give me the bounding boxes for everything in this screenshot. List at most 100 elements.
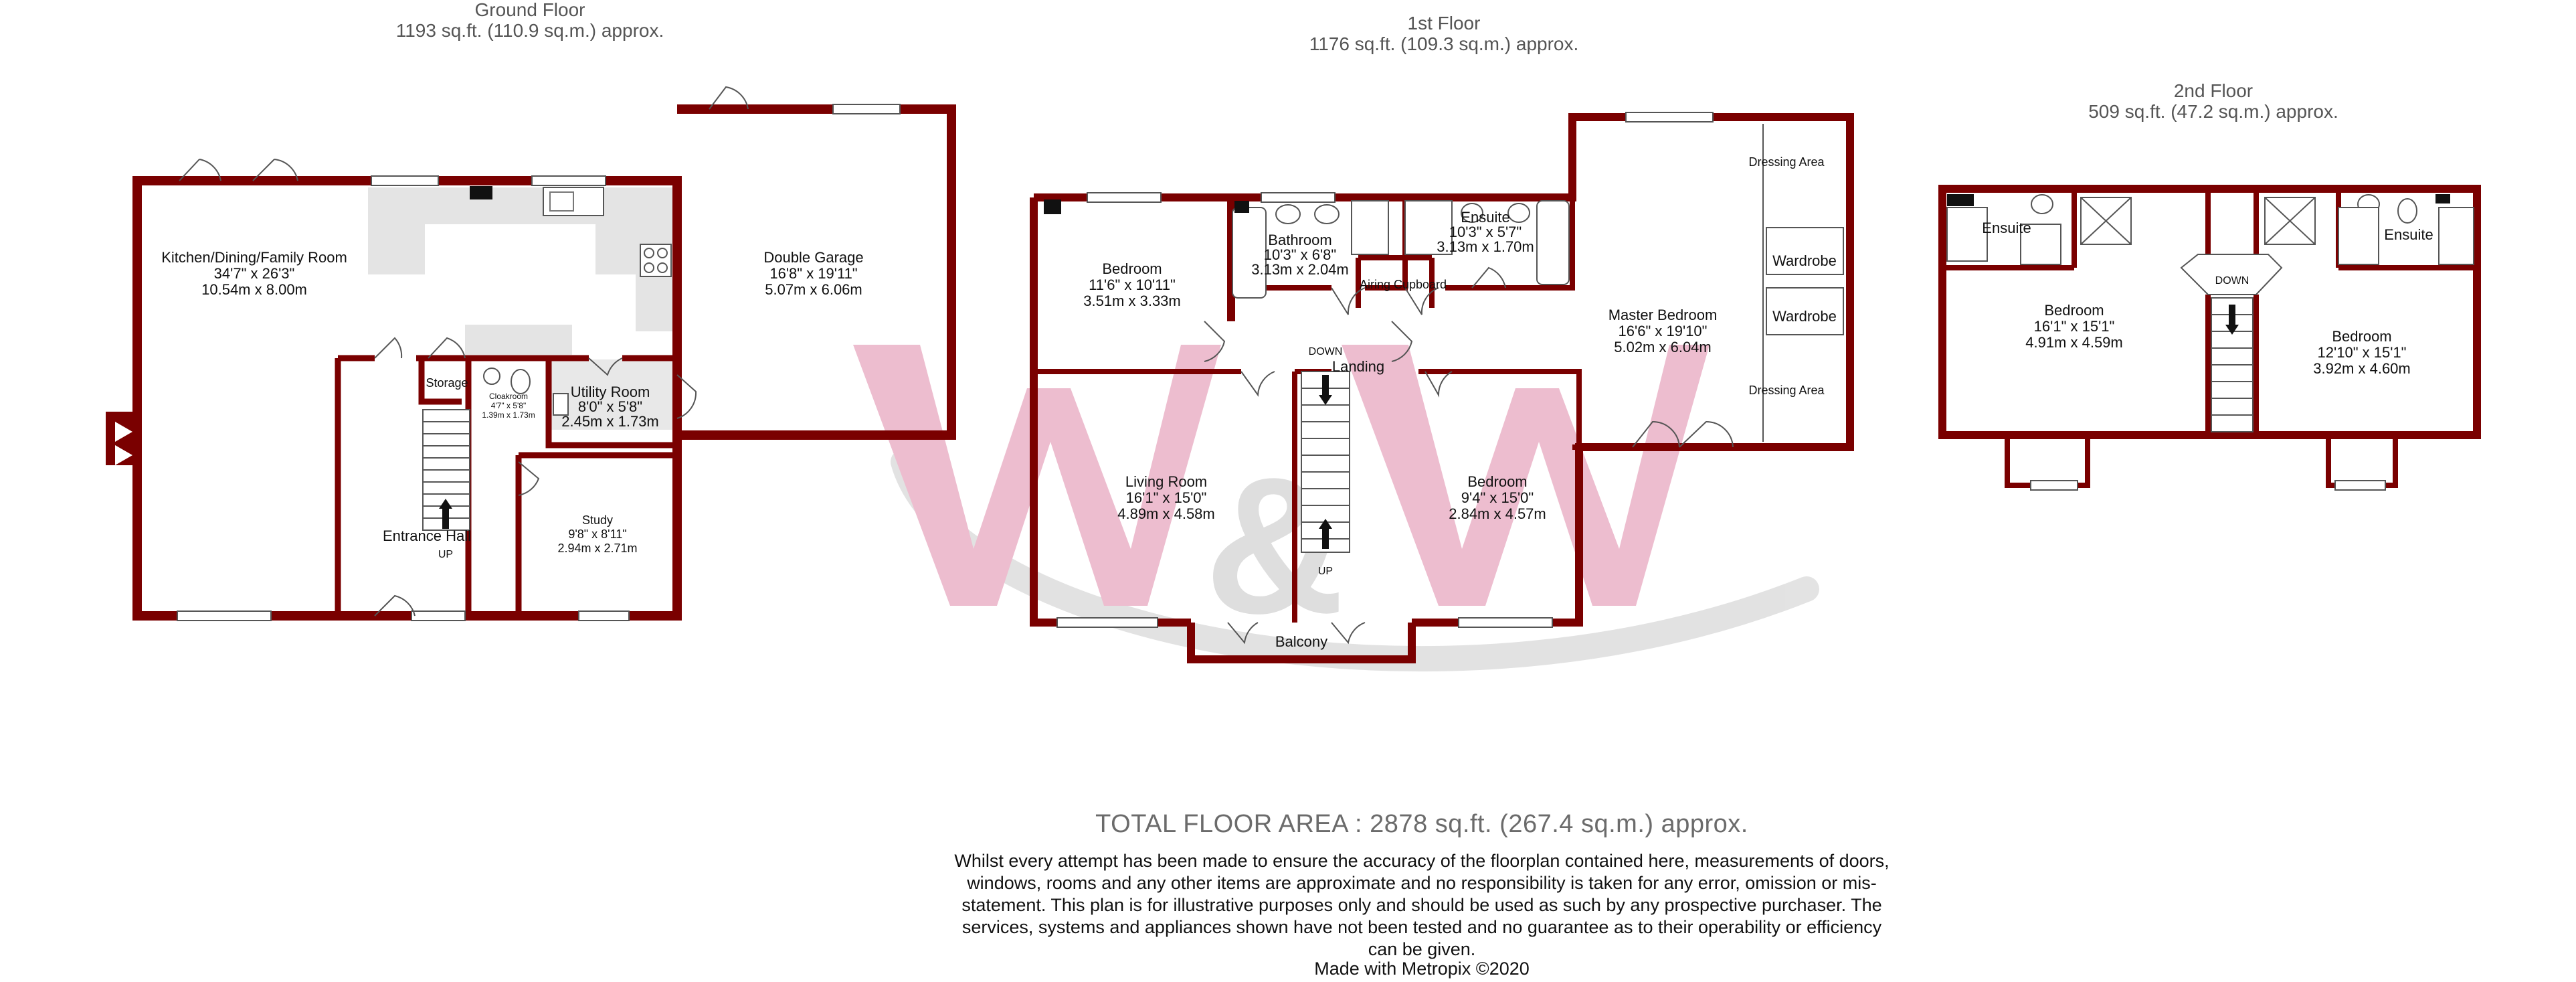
svg-text:10'3" x 5'7": 10'3" x 5'7" [1449,224,1522,240]
svg-text:Bathroom: Bathroom [1268,232,1331,248]
made-with-credit: Made with Metropix ©2020 [1314,959,1530,979]
svg-text:8'0" x 5'8": 8'0" x 5'8" [578,398,642,415]
room-landing: Landing [1332,358,1384,375]
room-bathroom: Bathroom 10'3" x 6'8" 3.13m x 2.04m [1251,232,1349,278]
svg-text:4.91m x 4.59m: 4.91m x 4.59m [2025,334,2123,351]
room-airing-cupboard: Airing Cupboard [1360,278,1447,291]
kitchen-island [465,325,572,355]
wardrobe-1 [1766,227,1844,275]
svg-text:Utility Room: Utility Room [571,384,650,400]
wardrobe-2 [1766,287,1844,335]
shower-icon [1351,200,1389,255]
room-master-bedroom: Master Bedroom 16'6" x 19'10" 5.02m x 6.… [1608,307,1718,355]
svg-text:Ensuite: Ensuite [1461,209,1509,226]
room-ensuite-second-left: Ensuite [1982,220,2031,236]
balcony-wall [1187,623,1416,663]
svg-text:Kitchen/Dining/Family Room: Kitchen/Dining/Family Room [161,249,347,266]
stair-up-arrow-first [1319,519,1332,549]
room-garage: Double Garage 16'8" x 19'11" 5.07m x 6.0… [763,249,863,298]
room-ensuite-first: Ensuite 10'3" x 5'7" 3.13m x 1.70m [1437,209,1534,255]
svg-text:Study: Study [582,513,613,527]
room-living-room: Living Room 16'1" x 15'0" 4.89m x 4.58m [1117,473,1215,522]
svg-text:5.02m x 6.04m: 5.02m x 6.04m [1614,339,1712,355]
svg-text:Bedroom: Bedroom [2332,328,2391,345]
first-outer-wall [1231,113,1854,627]
svg-text:10.54m x 8.00m: 10.54m x 8.00m [201,281,307,298]
svg-text:5.07m x 6.06m: 5.07m x 6.06m [765,281,862,298]
svg-text:16'1" x 15'1": 16'1" x 15'1" [2034,318,2115,335]
ground-floor-plan: UP Kitchen/Dining/Family Room 34'7" x 26… [106,86,956,621]
svg-text:Master Bedroom: Master Bedroom [1608,307,1718,323]
room-ensuite-second-right: Ensuite [2384,226,2433,243]
svg-text:3.51m x 3.33m: 3.51m x 3.33m [1083,293,1181,309]
cloakroom-basin [483,367,500,385]
room-wardrobe-1: Wardrobe [1772,252,1837,269]
bath-icon [1232,207,1267,299]
room-dressing-area-bottom: Dressing Area [1748,384,1825,397]
svg-text:2.84m x 4.57m: 2.84m x 4.57m [1449,505,1546,522]
window [371,175,439,186]
svg-text:16'6" x 19'10": 16'6" x 19'10" [1619,323,1708,339]
svg-text:Bedroom: Bedroom [1467,473,1527,490]
ensuite-bath [1536,200,1570,285]
first-floor-area: 1176 sq.ft. (109.3 sq.m.) approx. [1309,33,1579,54]
room-dressing-area-top: Dressing Area [1748,155,1825,169]
svg-text:11'6" x 10'11": 11'6" x 10'11" [1089,276,1176,293]
first-stair-down-label: DOWN [1309,346,1343,357]
room-study: Study 9'8" x 8'11" 2.94m x 2.71m [557,513,637,555]
svg-text:2.45m x 1.73m: 2.45m x 1.73m [561,413,659,430]
first-floor-plan: DOWN UP Bedroom 11'6" x 10'11" 3.51m x 3… [1030,112,1854,663]
room-entrance-hall: Entrance Hall [383,527,471,544]
stair-down-arrow-second [2225,305,2239,335]
second-outer-wall [1938,185,2481,439]
room-balcony: Balcony [1275,633,1327,650]
disclaimer-text: Whilst every attempt has been made to en… [954,851,1890,959]
hob-icon [640,244,672,277]
ground-stair-up-label: UP [438,549,453,560]
room-bedroom-first-a: Bedroom 11'6" x 10'11" 3.51m x 3.33m [1083,260,1181,309]
room-utility: Utility Room 8'0" x 5'8" 2.45m x 1.73m [561,384,659,430]
room-cloakroom: Cloakroom 4'7" x 5'8" 1.39m x 1.73m [482,392,535,420]
svg-text:3.13m x 1.70m: 3.13m x 1.70m [1437,238,1534,255]
svg-text:Living Room: Living Room [1125,473,1207,490]
room-kitchen: Kitchen/Dining/Family Room 34'7" x 26'3"… [161,249,347,298]
room-bedroom-second-left: Bedroom 16'1" x 15'1" 4.91m x 4.59m [2025,302,2123,351]
svg-text:Bedroom: Bedroom [2044,302,2104,319]
ground-staircase [422,409,470,531]
svg-text:4.89m x 4.58m: 4.89m x 4.58m [1117,505,1215,522]
svg-text:3.13m x 2.04m: 3.13m x 2.04m [1251,261,1349,278]
second-stair-down-label: DOWN [2215,275,2249,287]
svg-text:Cloakroom: Cloakroom [489,392,528,401]
svg-text:Bedroom: Bedroom [1102,260,1162,277]
stair-down-arrow [1319,375,1332,405]
svg-text:9'4" x 15'0": 9'4" x 15'0" [1461,489,1534,506]
second-floor-area: 509 sq.ft. (47.2 sq.m.) approx. [2088,101,2338,122]
svg-text:12'10" x 15'1": 12'10" x 15'1" [2318,344,2407,361]
svg-text:4'7" x 5'8": 4'7" x 5'8" [491,401,526,410]
ground-outer-wall [132,176,682,621]
second-floor-title: 2nd Floor [2174,80,2253,101]
stair-up-arrow [439,499,452,529]
svg-text:10'3" x 6'8": 10'3" x 6'8" [1264,246,1336,263]
svg-text:1.39m x 1.73m: 1.39m x 1.73m [482,410,535,420]
svg-text:9'8" x 8'11": 9'8" x 8'11" [568,527,626,541]
second-floor-plan: DOWN Ensuite Ensuite Bedroom 16'1" x 15'… [1938,185,2481,491]
svg-text:16'1" x 15'0": 16'1" x 15'0" [1126,489,1207,506]
room-bedroom-first-b: Bedroom 9'4" x 15'0" 2.84m x 4.57m [1449,473,1546,522]
ground-floor-area: 1193 sq.ft. (110.9 sq.m.) approx. [396,20,664,41]
room-wardrobe-2: Wardrobe [1772,308,1837,325]
room-storage: Storage [426,376,468,390]
svg-text:2.94m x 2.71m: 2.94m x 2.71m [557,542,637,555]
first-stair-up-label: UP [1318,566,1333,577]
svg-text:Double Garage: Double Garage [763,249,863,266]
total-floor-area: TOTAL FLOOR AREA : 2878 sq.ft. (267.4 sq… [1095,810,1748,838]
wc-icon [511,369,531,394]
svg-text:34'7" x 26'3": 34'7" x 26'3" [214,265,295,282]
first-floor-title: 1st Floor [1408,13,1481,33]
ensuite-shower [1404,200,1453,255]
svg-text:16'8" x 19'11": 16'8" x 19'11" [769,265,857,282]
room-bedroom-second-right: Bedroom 12'10" x 15'1" 3.92m x 4.60m [2313,328,2411,377]
ground-floor-title: Ground Floor [475,0,585,20]
svg-text:3.92m x 4.60m: 3.92m x 4.60m [2313,360,2411,377]
